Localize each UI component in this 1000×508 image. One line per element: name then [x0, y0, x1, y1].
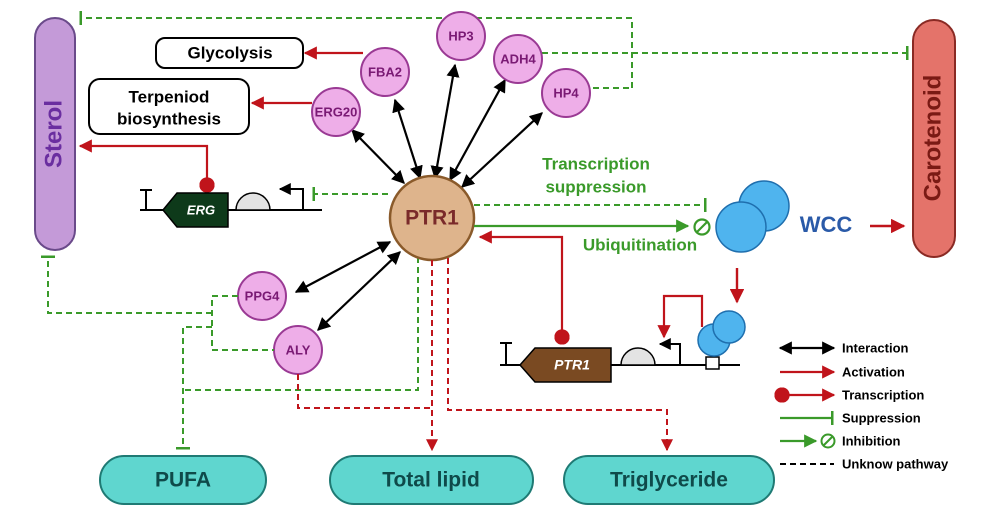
wcc-label: WCC [800, 212, 853, 237]
ubiquitination-inhibition [474, 218, 711, 236]
sterol-pill: Sterol [34, 17, 76, 251]
legend-suppression-label: Suppression [842, 410, 921, 425]
pufa-pill: PUFA [99, 455, 267, 505]
legend: Interaction Activation Transcription Sup… [774, 340, 949, 471]
wcc-complex [715, 180, 790, 253]
interaction-arrows [294, 63, 543, 331]
terpenoid-label-line2: biosynthesis [117, 109, 221, 128]
transcription-label-line1: Transcription [542, 154, 650, 173]
terpenoid-label-line1: Terpeniod [129, 87, 210, 106]
sterol-activation [78, 139, 215, 193]
protein-fba2: FBA2 [360, 47, 410, 97]
glycolysis-label: Glycolysis [187, 43, 272, 62]
suppression-dashed-bottom [41, 255, 419, 450]
svg-text:ERG20: ERG20 [315, 104, 358, 119]
protein-hp4: HP4 [541, 68, 591, 118]
legend-unknown-label: Unknow pathway [842, 456, 949, 471]
svg-text:Total lipid: Total lipid [382, 469, 480, 492]
carotenoid-label: Carotenoid [919, 75, 946, 202]
svg-text:FBA2: FBA2 [368, 64, 402, 79]
legend-interaction-label: Interaction [842, 340, 909, 355]
protein-adh4: ADH4 [493, 34, 543, 84]
svg-text:Triglyceride: Triglyceride [610, 469, 728, 492]
ptr1-node: PTR1 [388, 174, 476, 262]
svg-text:PPG4: PPG4 [245, 288, 280, 303]
ubiquitination-label: Ubiquitination [583, 235, 697, 254]
legend-activation-label: Activation [842, 364, 905, 379]
suppression-dashed-top [79, 11, 909, 89]
erg-gene: ERG [140, 183, 322, 228]
protein-erg20: ERG20 [311, 87, 361, 137]
svg-text:PUFA: PUFA [155, 469, 211, 492]
sterol-label: Sterol [40, 100, 67, 168]
svg-text:HP3: HP3 [448, 28, 473, 43]
erg-gene-label: ERG [187, 202, 215, 217]
activation-arrows-top [250, 46, 363, 110]
glycolysis-box: Glycolysis [155, 37, 304, 69]
carotenoid-pill: Carotenoid [912, 19, 956, 258]
protein-hp3: HP3 [436, 11, 486, 61]
total-lipid-pill: Total lipid [329, 455, 534, 505]
triglyceride-pill: Triglyceride [563, 455, 775, 505]
protein-aly: ALY [273, 325, 323, 375]
ptr1-transcription-feedback [478, 230, 570, 345]
legend-transcription-label: Transcription [842, 387, 924, 402]
svg-text:HP4: HP4 [553, 85, 579, 100]
svg-text:ALY: ALY [286, 342, 311, 357]
ptr1-label: PTR1 [405, 207, 459, 230]
ptr1-gene: PTR1 [500, 294, 746, 383]
protein-ppg4: PPG4 [237, 271, 287, 321]
legend-inhibition-swatch [780, 433, 836, 449]
terpenoid-box: Terpeniod biosynthesis [88, 78, 250, 135]
svg-text:ADH4: ADH4 [500, 51, 536, 66]
legend-inhibition-label: Inhibition [842, 433, 901, 448]
lipid-pathways [297, 258, 673, 452]
ptr1-gene-label: PTR1 [554, 357, 590, 373]
transcription-label-line2: suppression [545, 177, 646, 196]
